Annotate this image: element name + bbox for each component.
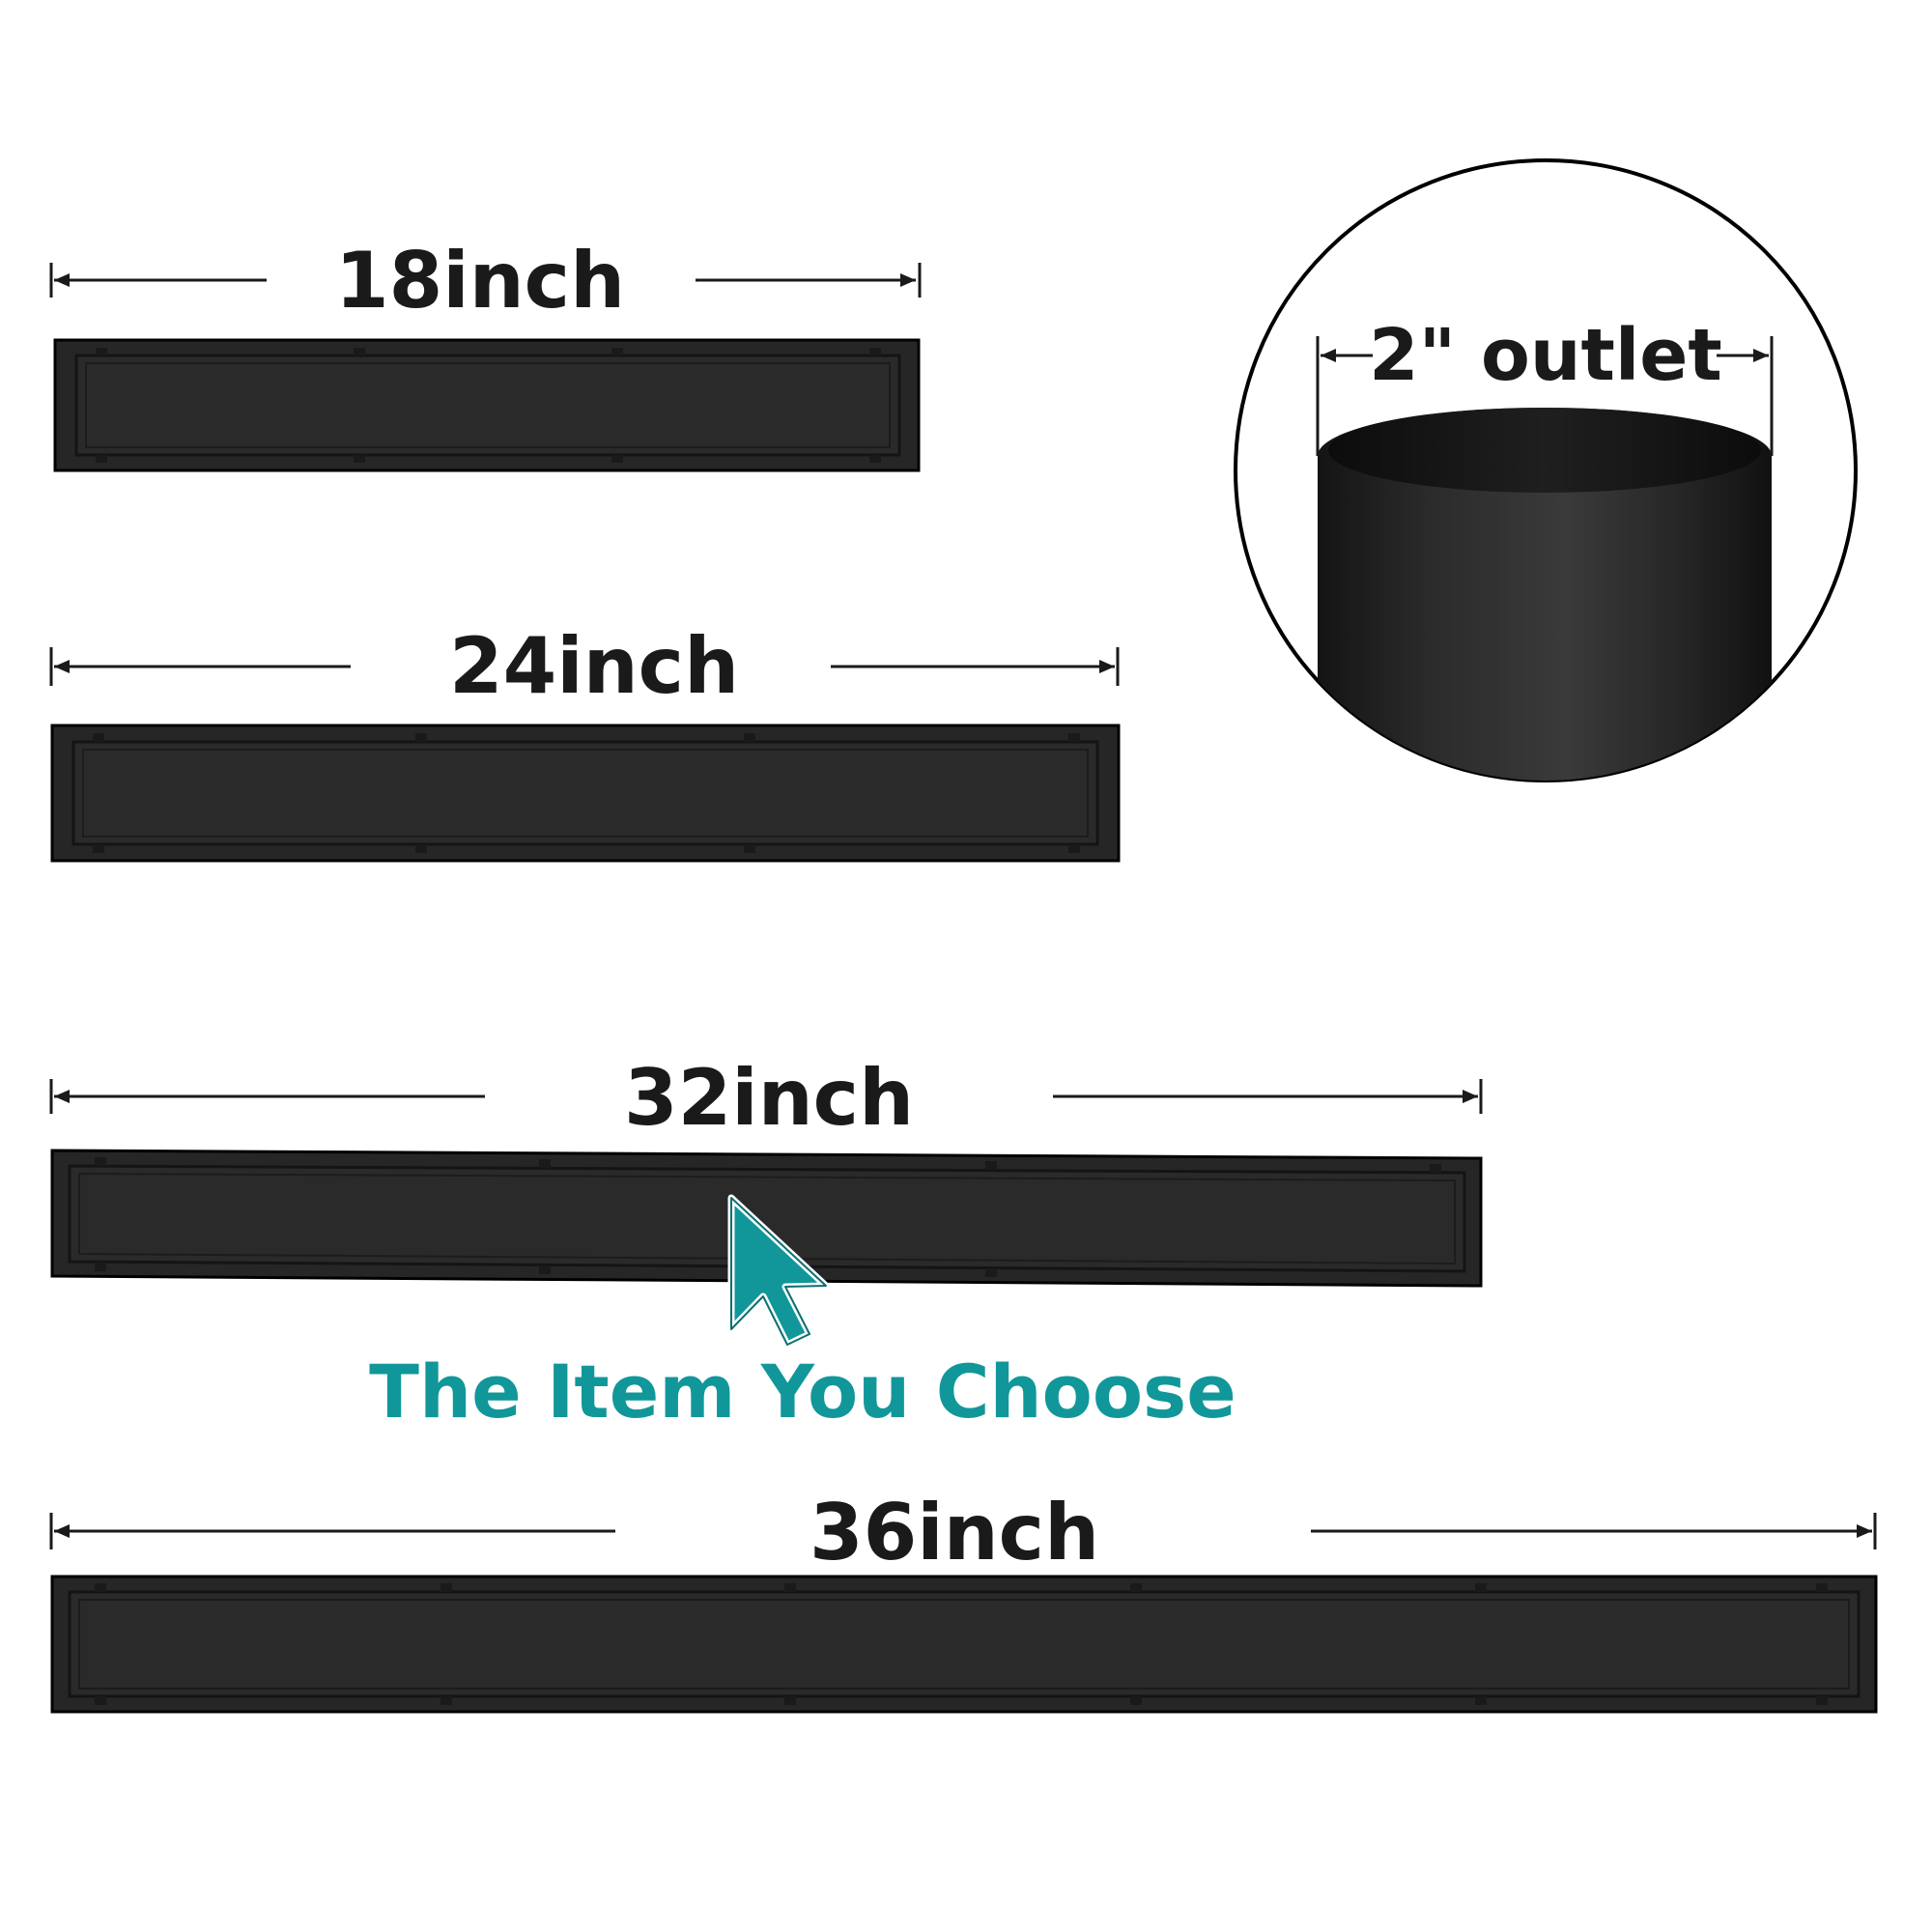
drain-36inch-dimension-line xyxy=(49,1513,1877,1549)
drain-32inch-size-label: 32inch xyxy=(623,1053,915,1143)
drain-18inch-size-label: 18inch xyxy=(334,236,626,326)
drain-32inch xyxy=(50,1149,1483,1288)
outlet-pipe xyxy=(1318,408,1772,781)
outlet-dimension-line xyxy=(1316,336,1774,456)
drain-36inch xyxy=(50,1575,1878,1714)
cursor-arrow-icon xyxy=(727,1194,830,1349)
drain-18inch-dimension-line xyxy=(49,263,922,298)
outlet-detail-circle xyxy=(1234,158,1858,782)
outlet-size-label: 2" outlet xyxy=(1369,314,1722,397)
drain-24inch-size-label: 24inch xyxy=(448,621,740,711)
drain-18inch xyxy=(53,338,921,472)
drain-36inch-size-label: 36inch xyxy=(809,1488,1100,1577)
selected-item-label: The Item You Choose xyxy=(369,1349,1236,1435)
drain-24inch xyxy=(50,724,1121,863)
drain-32inch-dimension-line xyxy=(49,1079,1483,1114)
drain-24inch-dimension-line xyxy=(49,647,1120,686)
